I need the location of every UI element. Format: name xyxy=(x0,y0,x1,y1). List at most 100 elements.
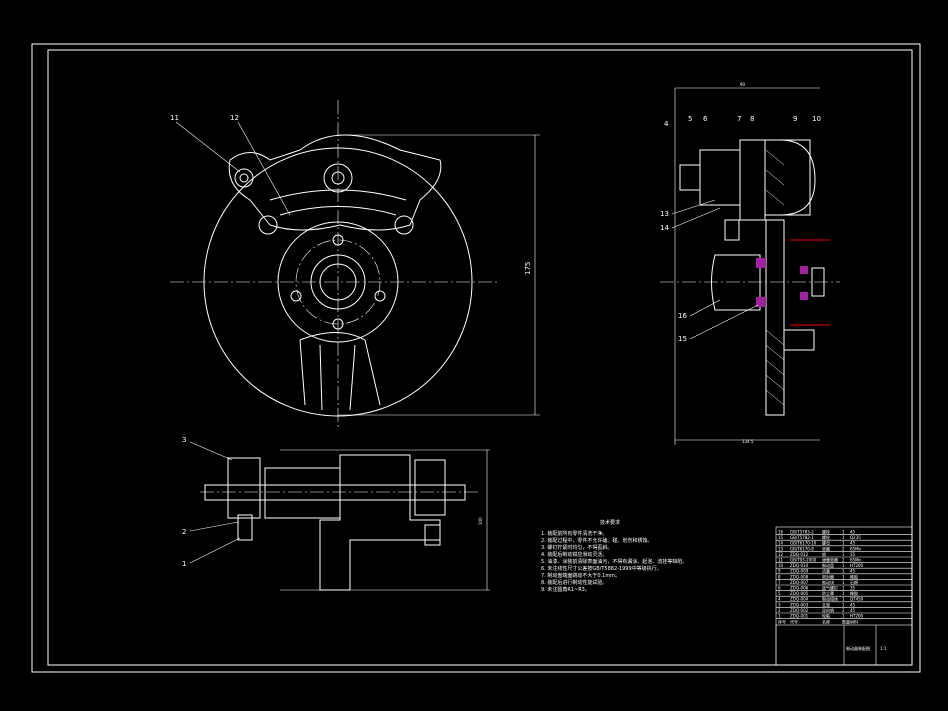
parts-list-cell: 11 xyxy=(778,558,784,563)
part-label: 3 xyxy=(182,436,186,444)
part-label: 16 xyxy=(678,312,687,320)
dimension-label: 134.5 xyxy=(742,439,754,444)
parts-list-cell: 8 xyxy=(778,574,781,579)
drawing-name: 制动器装配图 xyxy=(846,645,870,651)
part-label: 5 xyxy=(688,115,692,123)
bottom-view: 100 3 2 1 xyxy=(182,436,490,591)
side-view: 4 5 6 7 8 9 10 13 14 16 15 134.5 90 xyxy=(660,82,840,445)
technical-requirements: 技术要求 1. 装配前所有零件清洗干净。 2. 装配过程中，零件不允许磕、碰、划… xyxy=(541,519,687,593)
requirement-item: 6. 未注线性尺寸公差按GB/T5882-1999中等级执行。 xyxy=(541,565,662,572)
parts-list-header: 材料 xyxy=(850,619,858,625)
parts-list-cell: 65Mn xyxy=(850,546,862,551)
part-label: 12 xyxy=(230,114,239,122)
parts-list-cell: ZDQ-009 xyxy=(790,569,809,574)
parts-list-cell: 45 xyxy=(850,530,856,535)
parts-list-cell: 轮毂 xyxy=(822,613,830,619)
requirement-item: 8. 装配后进行制动性能试验。 xyxy=(541,579,607,586)
parts-list-cell: GB/T5783-2 xyxy=(790,530,814,535)
parts-list-cell: 2 xyxy=(842,558,845,563)
parts-list-cell: 45 xyxy=(850,608,856,613)
parts-list-cell: 1 xyxy=(842,591,845,596)
part-label: 15 xyxy=(678,335,687,343)
part-label: 14 xyxy=(660,224,669,232)
parts-list-cell: GB/T93-2000 xyxy=(790,558,817,563)
parts-list-cell: GB/T5782-1 xyxy=(790,535,814,540)
parts-list-cell: 35 xyxy=(850,552,856,557)
parts-list-cell: 1 xyxy=(842,552,845,557)
parts-list-cell: 制动盘 xyxy=(822,562,834,568)
part-label: 7 xyxy=(737,115,741,123)
parts-list-cell: 1 xyxy=(842,586,845,591)
parts-list-cell: 16 xyxy=(778,530,784,535)
parts-list-cell: ZDQ-005 xyxy=(790,591,809,596)
parts-list-cell: 螺母 xyxy=(822,540,830,546)
parts-list-cell: ZDQ-003 xyxy=(790,602,809,607)
parts-list-cell: 65Mn xyxy=(850,558,862,563)
parts-list-cell: 3 xyxy=(778,602,781,607)
parts-list-cell: 9 xyxy=(778,569,781,574)
part-label: 1 xyxy=(182,560,186,568)
parts-list-cell: 密封圈 xyxy=(822,573,834,579)
parts-list-cell: 14 xyxy=(778,541,784,546)
drawing-scale: 1:1 xyxy=(880,646,887,651)
parts-list-cell: 活塞 xyxy=(822,568,830,574)
parts-list-cell: ZDQ-010 xyxy=(790,563,809,568)
parts-list-header: 代号 xyxy=(790,619,798,625)
parts-list-cell: ZDQ-001 xyxy=(790,614,809,619)
parts-list-cell: 橡胶 xyxy=(850,590,858,596)
parts-list-cell: 45 xyxy=(850,602,856,607)
requirement-item: 5. 油漆、涂装前清除表面油污，不得有漏涂、起泡、流挂等缺陷。 xyxy=(541,558,687,565)
parts-list-cell: ZDQ-004 xyxy=(790,597,809,602)
parts-list-cell: ZDQ-006 xyxy=(790,586,809,591)
parts-list-cell: 垫圈 xyxy=(822,545,830,551)
outer-border xyxy=(31,43,921,673)
parts-list-cell: 10 xyxy=(778,563,784,568)
requirement-item: 3. 螺钉拧紧时均匀，不得歪斜。 xyxy=(541,544,612,551)
requirement-item: 7. 制动盘端面跳动不大于0.1mm。 xyxy=(541,572,620,579)
parts-list-cell: 45 xyxy=(850,569,856,574)
parts-list-header: 名称 xyxy=(822,619,830,625)
parts-list-cell: 螺栓 xyxy=(822,534,830,540)
parts-list-cell: 1 xyxy=(842,569,845,574)
parts-list-cell: 15 xyxy=(778,535,784,540)
dimension-label: 90 xyxy=(740,82,746,87)
parts-list-cell: 13 xyxy=(778,546,784,551)
requirement-item: 1. 装配前所有零件清洗干净。 xyxy=(541,530,607,537)
parts-list-cell: 5 xyxy=(778,591,781,596)
parts-list-cell: 石棉 xyxy=(850,579,858,585)
requirement-item: 2. 装配过程中，零件不允许磕、碰、划伤和锈蚀。 xyxy=(541,537,652,544)
parts-list-cell: 1 xyxy=(842,580,845,585)
parts-list-cell: GB/T6170-10 xyxy=(790,541,817,546)
dimension-label: 100 xyxy=(478,517,483,525)
parts-list-cell: 1 xyxy=(842,535,845,540)
parts-list-cell: Q235 xyxy=(850,535,861,540)
parts-list-cell: 防尘罩 xyxy=(822,590,834,596)
parts-list-cell: 弹簧垫圈 xyxy=(822,557,838,563)
parts-list-cell: 1 xyxy=(842,602,845,607)
parts-list-cell: 1 xyxy=(842,541,845,546)
parts-list-cell: 4 xyxy=(778,597,781,602)
parts-list-cell: 12 xyxy=(778,552,784,557)
parts-list-cell: 1 xyxy=(778,614,781,619)
parts-list-cell: 1 xyxy=(842,597,845,602)
parts-list-cell: HT200 xyxy=(850,614,864,619)
parts-list-cell: ZDQ-002 xyxy=(790,608,809,613)
part-label: 10 xyxy=(812,115,821,123)
parts-list-cell: 2 xyxy=(842,608,845,613)
parts-list-cell: HT200 xyxy=(850,563,864,568)
requirements-title: 技术要求 xyxy=(600,519,620,526)
parts-list-cell: 制动钳体 xyxy=(822,596,838,602)
parts-list-cell: 1 xyxy=(842,530,845,535)
parts-list-cell: 橡胶 xyxy=(850,573,858,579)
parts-list-cell: 6 xyxy=(778,586,781,591)
parts-list-cell: 2 xyxy=(778,608,781,613)
parts-list-cell: 45 xyxy=(850,541,856,546)
parts-list-cell: ZDQ-008 xyxy=(790,574,809,579)
part-label: 9 xyxy=(793,115,797,123)
parts-list-cell: ZDQ-012 xyxy=(790,552,809,557)
parts-list-cell: 放气螺钉 xyxy=(822,585,838,591)
parts-list-cell: 销 xyxy=(822,551,826,557)
part-label: 6 xyxy=(703,115,708,123)
